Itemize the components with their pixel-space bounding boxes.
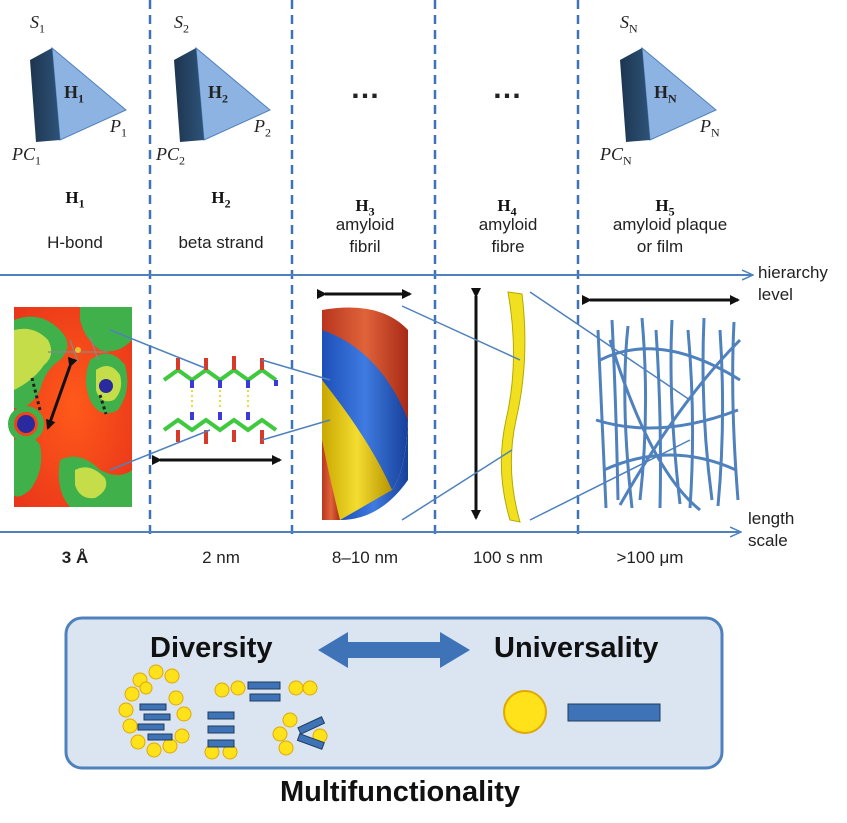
triangle-pc2-label: PC2 (156, 144, 186, 168)
triangle-pc1-label: PC1 (12, 144, 42, 168)
h3-description-line2: fibril (349, 237, 381, 256)
length-axis-label-line2: scale (748, 531, 788, 550)
h5-label: H5 (655, 196, 675, 219)
h5-description-line1: amyloid plaque (612, 215, 728, 234)
diversity-cluster-1 (118, 664, 192, 758)
h2-description: beta strand (178, 233, 264, 252)
beta-strand-image (152, 356, 282, 465)
triangle-h1-label: H1 (64, 82, 85, 106)
hierarchy-axis-label-line1: hierarchy (758, 263, 828, 282)
h4-description-line2: fibre (491, 237, 525, 256)
triangle-hn (620, 46, 717, 142)
triangle-h1 (30, 46, 127, 142)
amyloid-plaque-image (582, 295, 742, 512)
length-axis-label-line1: length (748, 509, 795, 528)
zoom-connectors (109, 291, 691, 521)
amyloid-fibre-image (471, 288, 526, 523)
h3-description-line1: amyloid (335, 215, 395, 234)
h1-description: H-bond (47, 233, 103, 252)
hbond-heatmap-image (8, 307, 132, 507)
ellipsis-h4: … (492, 72, 522, 105)
scale-h3: 8–10 nm (331, 548, 399, 567)
triangle-p2-label: P2 (254, 116, 271, 140)
triangle-pn-label: PN (700, 116, 720, 140)
h4-label: H4 (497, 196, 517, 219)
triangle-s1-label: S1 (30, 12, 45, 36)
universality-sphere-icon (503, 690, 547, 734)
triangle-p1-label: P1 (110, 116, 127, 140)
diversity-cluster-2 (204, 680, 328, 760)
amyloid-fibril-image (317, 289, 412, 520)
scale-h1: 3 Å (61, 548, 89, 567)
ellipsis-h3: … (350, 72, 380, 105)
universality-rod-icon (567, 703, 661, 722)
triangle-pcn-label: PCN (600, 144, 632, 168)
triangle-sn-label: SN (620, 12, 638, 36)
triangle-hn-label: HN (654, 82, 677, 106)
h5-description-line2: or film (636, 237, 684, 256)
scale-h5: >100 μm (616, 548, 684, 567)
scale-h4: 100 s nm (473, 548, 543, 567)
multifunctionality-footer: Multifunctionality (279, 776, 521, 808)
diversity-label: Diversity (150, 632, 273, 664)
h2-label: H2 (211, 188, 231, 211)
hierarchy-axis-label-line2: level (758, 285, 793, 304)
triangle-h2 (174, 46, 271, 142)
h3-label: H3 (355, 196, 375, 219)
diversity-universality-arrow (318, 632, 470, 668)
scale-h2: 2 nm (202, 548, 240, 567)
triangle-s2-label: S2 (174, 12, 189, 36)
triangle-h2-label: H2 (208, 82, 229, 106)
h4-description-line1: amyloid (478, 215, 538, 234)
h1-label: H1 (65, 188, 85, 211)
universality-label: Universality (494, 632, 659, 664)
